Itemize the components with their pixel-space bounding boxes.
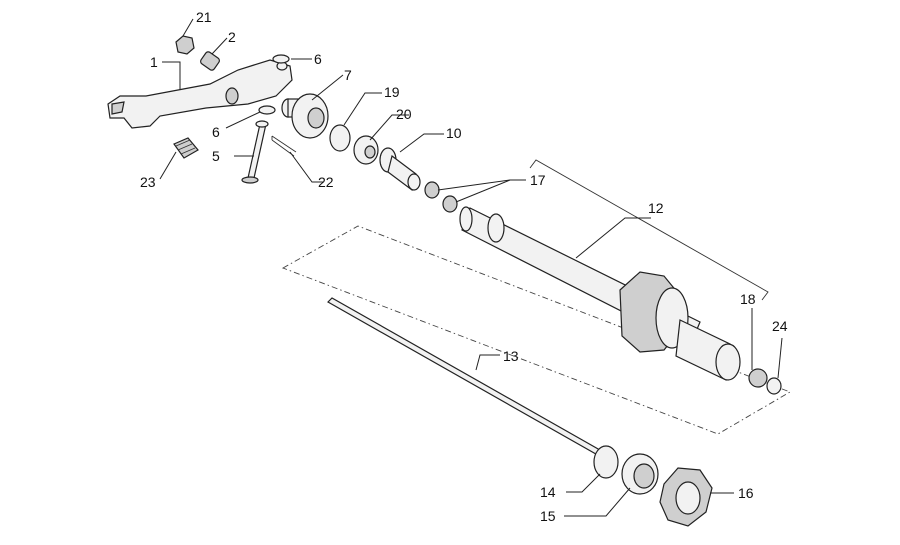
part-20-washer	[353, 135, 379, 165]
bracket-12	[529, 159, 769, 301]
part-2-screw	[200, 51, 220, 71]
callout-20: 20	[396, 106, 412, 122]
callout-16: 16	[738, 485, 754, 501]
callout-7: 7	[344, 67, 352, 83]
part-18-bush	[748, 368, 768, 388]
callouts: 21 2 1 6 7 19 20 6 10 5 23 22 17 12 18 2…	[140, 9, 788, 524]
callout-12: 12	[648, 200, 664, 216]
part-21-nut	[175, 35, 195, 55]
callout-5: 5	[212, 148, 220, 164]
callout-22: 22	[318, 174, 334, 190]
part-1-lever	[107, 59, 293, 129]
assembly-outline	[281, 225, 792, 435]
callout-10: 10	[446, 125, 462, 141]
part-19-oring	[329, 124, 351, 152]
callout-6-bottom: 6	[212, 124, 220, 140]
callout-17: 17	[530, 172, 546, 188]
callout-18: 18	[740, 291, 756, 307]
callout-21: 21	[196, 9, 212, 25]
callout-23: 23	[140, 174, 156, 190]
part-16-nut	[659, 467, 713, 527]
part-10-sleeve	[379, 147, 421, 192]
part-22-cotter	[271, 135, 297, 157]
part-6-washer-top	[272, 54, 290, 64]
callout-1: 1	[150, 54, 158, 70]
callout-15: 15	[540, 508, 556, 524]
part-17-spacers	[424, 181, 458, 213]
callout-2: 2	[228, 29, 236, 45]
part-24-washer	[766, 377, 782, 395]
callout-13: 13	[503, 348, 519, 364]
callout-19: 19	[384, 84, 400, 100]
leader-lines	[159, 18, 783, 517]
callout-6-top: 6	[314, 51, 322, 67]
part-14-oring	[593, 445, 619, 479]
part-6-washer-bottom	[258, 105, 276, 115]
part-13-rod	[327, 297, 615, 463]
part-15-seal	[621, 453, 659, 495]
callout-24: 24	[772, 318, 788, 334]
callout-14: 14	[540, 484, 556, 500]
part-23-spring	[173, 137, 199, 159]
part-5-pin	[241, 120, 269, 184]
part-7-bushing	[281, 93, 329, 139]
part-12-shaft-gear	[459, 206, 741, 381]
